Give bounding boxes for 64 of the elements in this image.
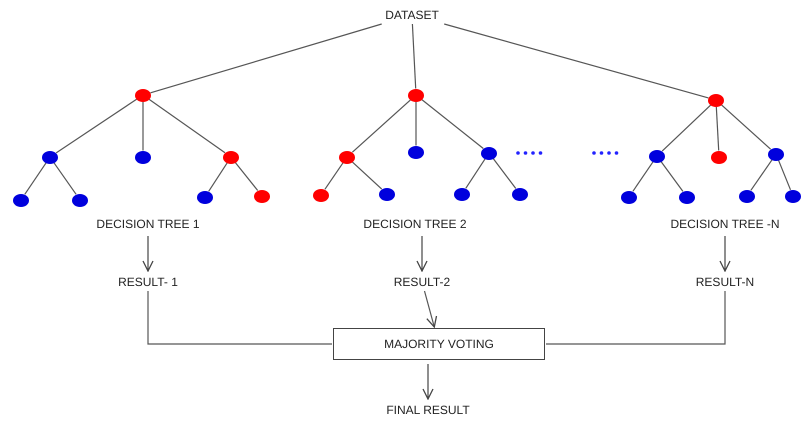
node-label: DECISION TREE 1 <box>88 216 208 232</box>
tree-node-circle <box>408 146 424 158</box>
tree-node-circle <box>135 88 151 102</box>
connector-line <box>352 161 382 190</box>
connector-line <box>324 162 344 190</box>
tree-node-circle <box>72 194 88 206</box>
arrow <box>719 236 731 272</box>
tree-node-circle <box>512 188 528 200</box>
tree-node-circle <box>454 188 470 200</box>
tree-node-circle <box>254 190 270 202</box>
connector-line <box>778 160 792 190</box>
tree-node-circle <box>135 150 151 164</box>
arrow <box>142 236 154 272</box>
connector-line <box>716 106 720 151</box>
connector-line <box>421 99 484 149</box>
connector-line <box>208 162 228 192</box>
connector-line <box>53 162 77 195</box>
connector-line <box>150 23 382 94</box>
tree-node-circle <box>42 150 58 164</box>
node-label: DECISION TREE -N <box>655 216 795 232</box>
connector-line <box>750 159 773 191</box>
tree-node-circle <box>711 150 727 164</box>
tree-node-circle <box>339 150 355 164</box>
tree-node-circle <box>408 88 424 102</box>
tree-node-circle <box>649 150 665 162</box>
connector-line <box>660 161 684 192</box>
tree-node-circle <box>785 190 801 202</box>
connector-line <box>546 291 726 345</box>
connector-line <box>662 104 712 152</box>
process-box: MAJORITY VOTING <box>333 328 545 360</box>
connector-line <box>234 162 258 191</box>
tree-node-circle <box>379 188 395 200</box>
tree-node-circle <box>708 94 724 106</box>
node-label: DECISION TREE 2 <box>355 216 475 232</box>
connector-line <box>444 23 709 98</box>
node-label: RESULT- 1 <box>103 274 193 290</box>
connector-line <box>352 99 411 153</box>
arrow <box>422 364 434 400</box>
connector-line <box>465 158 486 189</box>
node-label: RESULT-N <box>680 274 770 290</box>
arrow <box>416 236 428 272</box>
node-label: RESULT-2 <box>377 274 467 290</box>
connector-line <box>632 161 654 192</box>
tree-node-circle <box>621 190 637 204</box>
connector-line <box>412 24 416 89</box>
connector-line <box>415 102 417 146</box>
connector-line <box>148 98 226 154</box>
tree-node-circle <box>13 194 29 206</box>
connector-line <box>142 102 144 150</box>
node-label: DATASET <box>377 7 447 23</box>
connector-line <box>56 98 138 154</box>
tree-node-circle <box>313 188 329 202</box>
connector-line <box>147 291 332 345</box>
arrow <box>424 290 438 328</box>
tree-node-circle <box>739 190 755 202</box>
tree-node-circle <box>768 148 784 160</box>
connector-line <box>721 104 771 150</box>
node-label: FINAL RESULT <box>373 402 483 418</box>
connector-line <box>24 162 47 195</box>
tree-node-circle <box>197 190 213 204</box>
connector-line <box>492 158 516 189</box>
tree-node-circle <box>223 150 239 164</box>
tree-node-circle <box>481 146 497 160</box>
tree-node-circle <box>679 190 695 204</box>
